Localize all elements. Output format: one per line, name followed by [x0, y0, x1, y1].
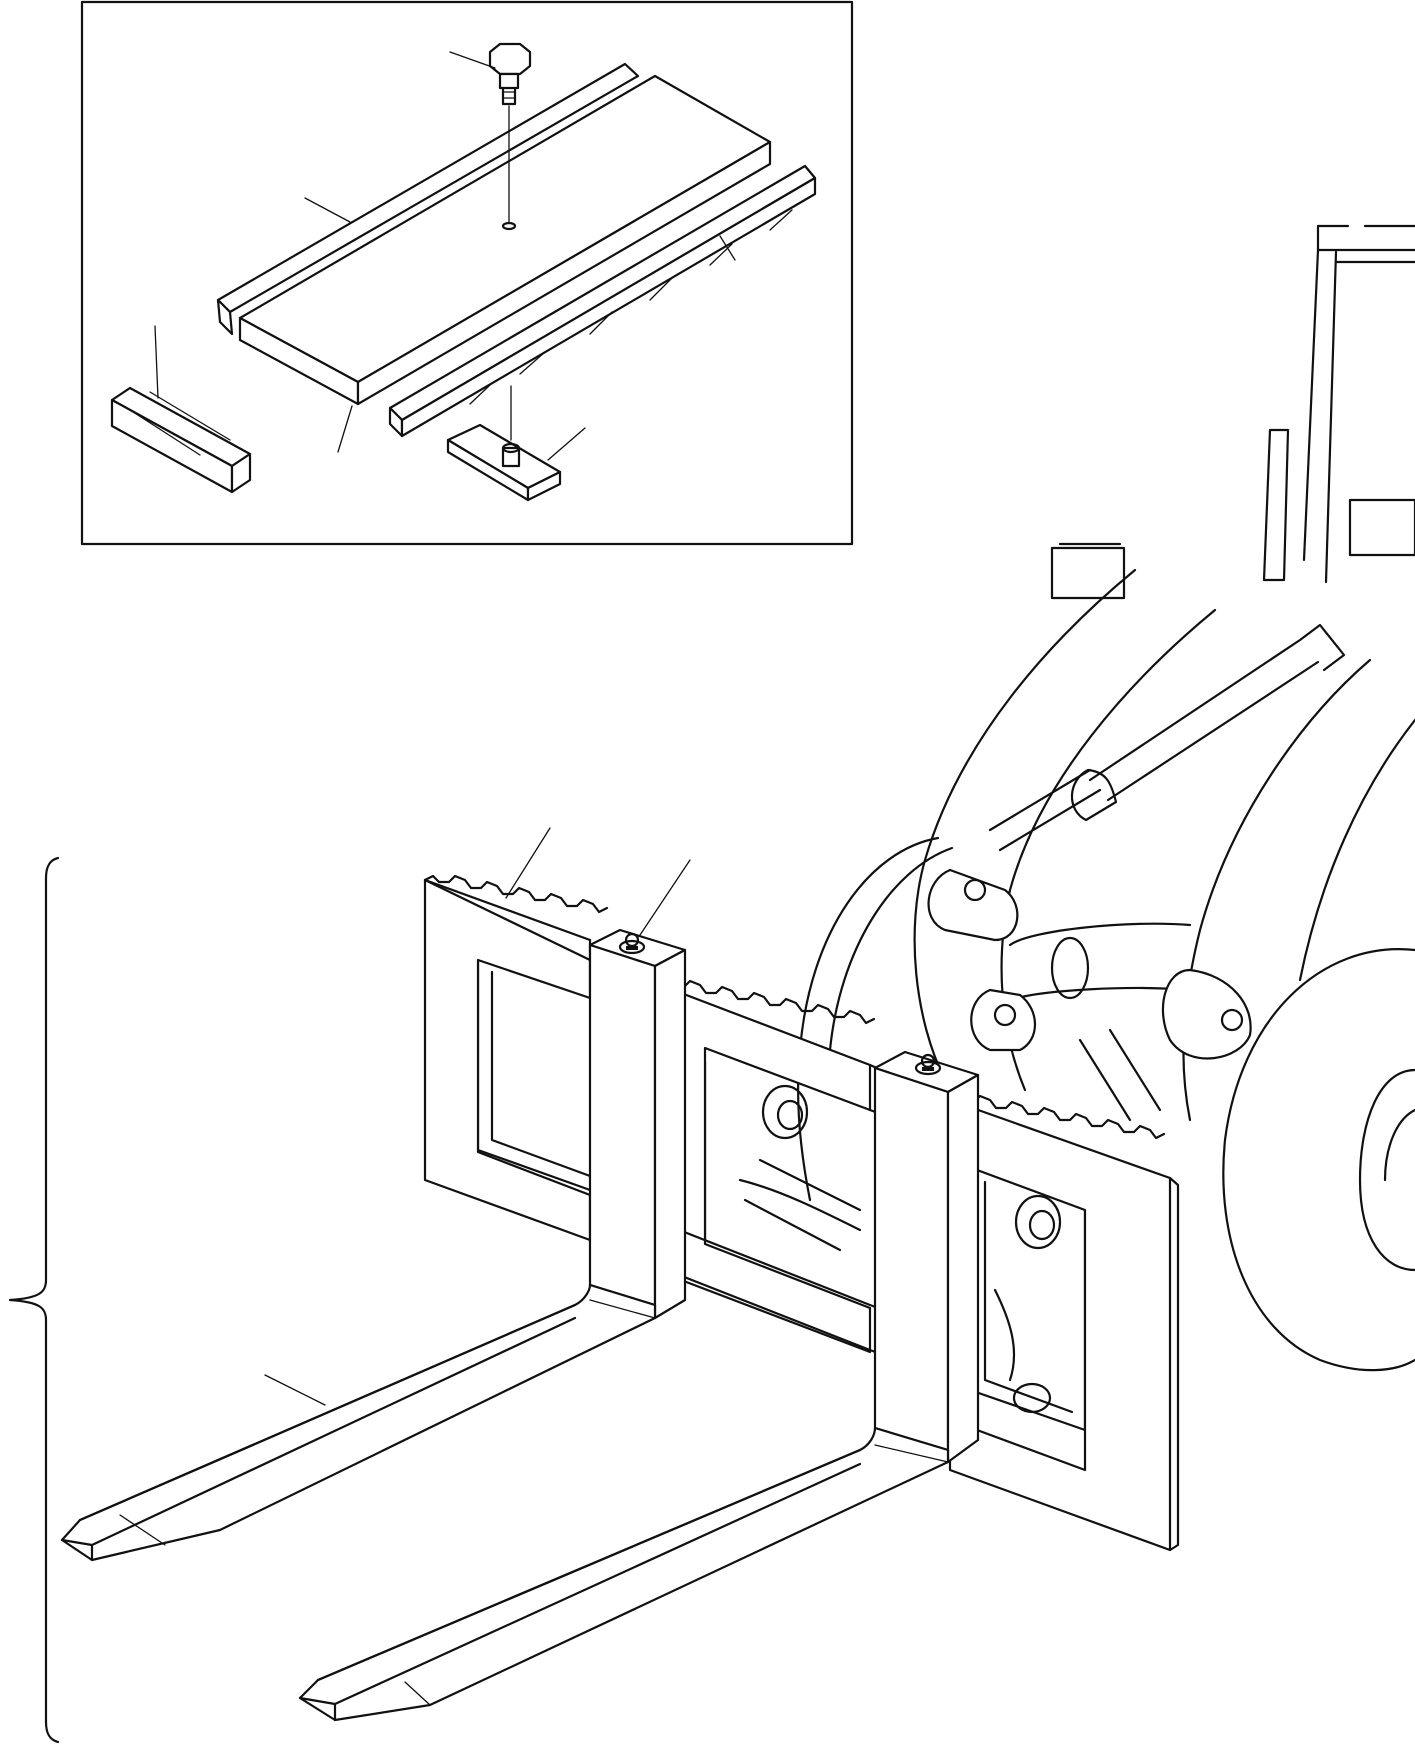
- leader-line-8: [639, 859, 691, 936]
- carriage-right-plate: [948, 1098, 1172, 1552]
- cross-tube: [1008, 922, 1192, 1002]
- inset-frame: [80, 0, 854, 546]
- knob-bolt: [488, 42, 532, 231]
- leader-line-2: [304, 197, 351, 223]
- toothed-edge-left: [423, 874, 609, 914]
- right-guide-strip: [388, 164, 817, 438]
- carriage-lower-beam: [588, 1193, 952, 1382]
- fork-tine-right: [298, 1050, 980, 1722]
- leader-line-4: [154, 325, 159, 399]
- leader-line-5: [337, 405, 353, 453]
- leader-line-9: [264, 1374, 326, 1406]
- carriage-window-left: [476, 958, 592, 1192]
- assembly-brace: [8, 856, 60, 1744]
- wheel-loader: [738, 224, 1415, 1414]
- toothed-edge-right: [948, 1094, 1166, 1140]
- nut-plate: [446, 385, 562, 502]
- leader-line-7: [505, 827, 551, 899]
- left-wheel: [796, 836, 940, 1202]
- fork-carriage: [60, 874, 1180, 1722]
- left-guide-strip: [216, 62, 640, 336]
- angle-bracket: [110, 386, 252, 494]
- right-wheel: [1222, 948, 1415, 1372]
- leader-line-6: [547, 427, 586, 461]
- lift-arm-right: [1182, 658, 1372, 1122]
- carriage-window-right: [968, 1168, 1087, 1432]
- toothed-edge-center: [658, 979, 876, 1025]
- tilt-cylinder: [1088, 623, 1346, 802]
- leader-line-1: [449, 51, 496, 69]
- lift-arm-left: [913, 568, 1137, 1082]
- fork-tine-left: [60, 928, 687, 1562]
- loader-cab: [1302, 224, 1415, 584]
- leader-line-3: [719, 235, 736, 261]
- detail-inset: [80, 0, 854, 546]
- carriage-left-plate: [423, 878, 592, 1242]
- carriage-center-plate: [658, 983, 872, 1354]
- bell-crank: [927, 868, 1019, 942]
